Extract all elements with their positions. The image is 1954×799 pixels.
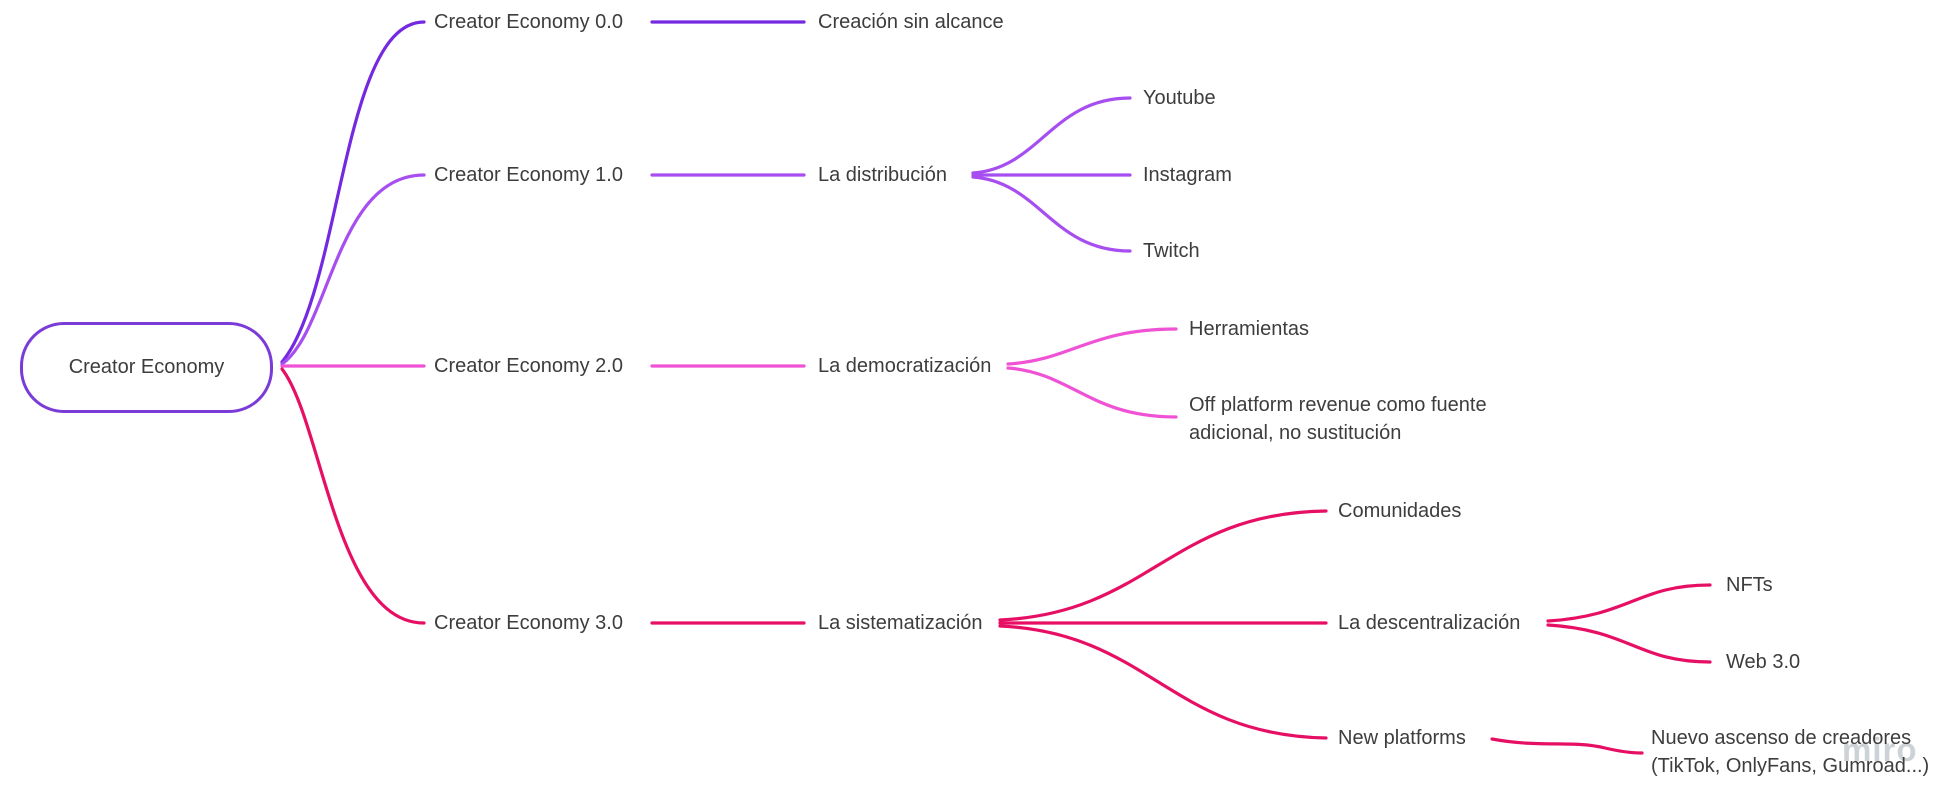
node-youtube[interactable]: Youtube xyxy=(1143,87,1216,109)
node-la-distribucion[interactable]: La distribución xyxy=(818,164,947,186)
node-creator-economy-10[interactable]: Creator Economy 1.0 xyxy=(434,164,623,186)
node-instagram[interactable]: Instagram xyxy=(1143,164,1232,186)
node-creator-economy-20[interactable]: Creator Economy 2.0 xyxy=(434,355,623,377)
node-off-platform-revenue-line2: adicional, no sustitución xyxy=(1189,422,1402,444)
node-creator-economy-00[interactable]: Creator Economy 0.0 xyxy=(434,11,623,33)
edge-root-to-ce00 xyxy=(280,20,426,364)
edge-distribucion-to-twitch xyxy=(971,175,1132,253)
node-la-democratizacion[interactable]: La democratización xyxy=(818,355,992,377)
node-creacion-sin-alcance[interactable]: Creación sin alcance xyxy=(818,11,1004,33)
edge-newplatforms-to-nuevoascenso xyxy=(1490,737,1644,755)
edge-descentralizacion-to-nfts xyxy=(1546,583,1712,623)
node-comunidades[interactable]: Comunidades xyxy=(1338,500,1462,522)
node-creator-economy-30[interactable]: Creator Economy 3.0 xyxy=(434,612,623,634)
node-nuevo-ascenso-line2: (TikTok, OnlyFans, Gumroad...) xyxy=(1651,755,1930,777)
node-nuevo-ascenso[interactable]: Nuevo ascenso de creadores (TikTok, Only… xyxy=(1651,724,1929,780)
node-nuevo-ascenso-line1: Nuevo ascenso de creadores xyxy=(1651,727,1912,749)
node-la-sistematizacion[interactable]: La sistematización xyxy=(818,612,983,634)
root-node[interactable]: Creator Economy xyxy=(20,322,273,413)
node-off-platform-revenue[interactable]: Off platform revenue como fuente adicion… xyxy=(1189,391,1487,447)
root-node-label: Creator Economy xyxy=(68,356,225,378)
node-web-30[interactable]: Web 3.0 xyxy=(1726,651,1801,673)
node-herramientas[interactable]: Herramientas xyxy=(1189,318,1310,340)
node-new-platforms[interactable]: New platforms xyxy=(1338,727,1466,749)
miro-watermark: miro xyxy=(1842,731,1918,768)
node-off-platform-revenue-line1: Off platform revenue como fuente xyxy=(1189,394,1487,416)
edge-sistematizacion-to-newplatforms xyxy=(998,624,1328,740)
edge-root-to-ce30 xyxy=(280,367,426,625)
node-twitch[interactable]: Twitch xyxy=(1143,240,1200,262)
edge-democratizacion-to-herramientas xyxy=(1006,327,1178,366)
edge-democratizacion-to-offplatform xyxy=(1006,366,1178,419)
edge-sistematizacion-to-comunidades xyxy=(998,509,1328,622)
edge-descentralizacion-to-web30 xyxy=(1546,623,1712,664)
edge-distribucion-to-youtube xyxy=(971,96,1132,175)
node-nfts[interactable]: NFTs xyxy=(1726,574,1773,596)
node-la-descentralizacion[interactable]: La descentralización xyxy=(1338,612,1521,634)
edge-root-to-ce10 xyxy=(280,173,426,366)
